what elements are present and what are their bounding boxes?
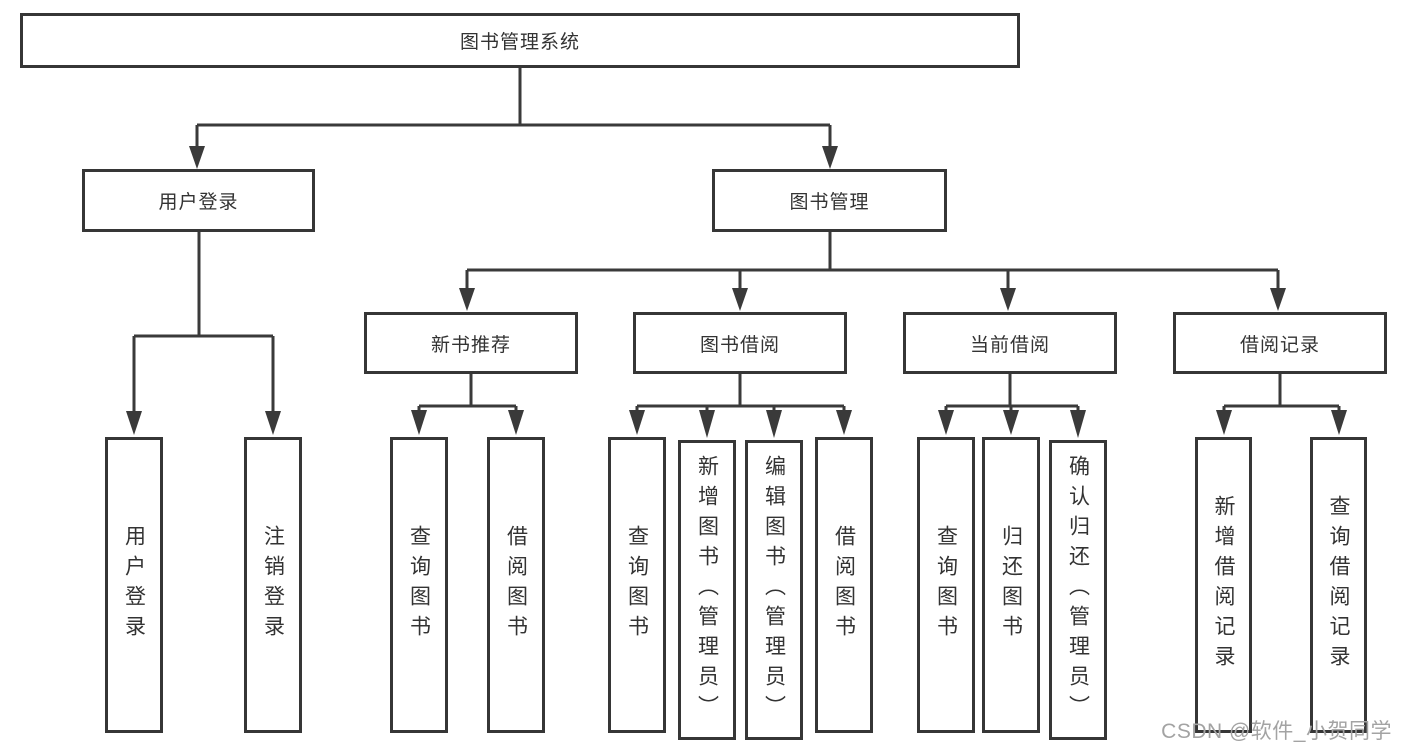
connector-borrow-records-to-children [1216,373,1347,435]
leaf-borrow-books-2: 借阅图书 [815,437,873,733]
leaf-borrow-books-1: 借阅图书 [487,437,545,733]
leaf-add-books-admin: 新增图书（管理员） [678,440,736,740]
node-borrow-records: 借阅记录 [1173,312,1387,374]
node-label: 编辑图书（管理员） [762,455,786,725]
node-label: 用户登录 [158,192,239,213]
csdn-watermark: CSDN @软件_小贺同学 [1161,720,1392,743]
leaf-confirm-return-admin: 确认归还（管理员） [1049,440,1107,740]
node-current-borrowing: 当前借阅 [903,312,1117,374]
connector-book-borrow-to-children [629,373,852,438]
connector-new-books-to-children [411,373,524,435]
leaf-logout: 注销登录 [244,437,302,733]
node-label: 查询图书 [625,525,649,645]
node-label: 查询图书 [934,525,958,645]
node-label: 借阅图书 [832,525,856,645]
node-label: 当前借阅 [969,334,1050,356]
node-user-login: 用户登录 [82,169,315,232]
leaf-query-borrow-record: 查询借阅记录 [1310,437,1367,733]
node-label: 归还图书 [999,525,1023,645]
connector-root-to-level2 [189,67,838,169]
leaf-return-books: 归还图书 [982,437,1040,733]
node-label: 图书管理 [789,192,870,213]
node-new-book-recommend: 新书推荐 [364,312,578,374]
node-label: 用户登录 [122,525,146,645]
node-label: 借阅记录 [1239,334,1320,356]
leaf-query-books-3: 查询图书 [917,437,975,733]
node-label: 确认归还（管理员） [1066,455,1090,725]
leaf-edit-books-admin: 编辑图书（管理员） [745,440,803,740]
node-label: 新书推荐 [430,334,511,356]
leaf-add-borrow-record: 新增借阅记录 [1195,437,1252,733]
node-root-library-system: 图书管理系统 [20,13,1020,68]
leaf-user-login: 用户登录 [105,437,163,733]
node-label: 新增图书（管理员） [695,455,719,725]
node-book-borrowing: 图书借阅 [633,312,847,374]
connector-book-mgmt-to-level3 [459,231,1286,311]
node-label: 图书借阅 [699,334,780,356]
node-label: 图书管理系统 [459,32,580,53]
leaf-query-books-2: 查询图书 [608,437,666,733]
connector-current-borrow-to-children [938,373,1086,438]
connector-user-login-to-children [126,231,281,435]
node-book-management: 图书管理 [712,169,947,232]
node-label: 注销登录 [261,525,285,645]
node-label: 查询借阅记录 [1327,495,1350,675]
leaf-query-books-1: 查询图书 [390,437,448,733]
node-label: 查询图书 [407,525,431,645]
node-label: 新增借阅记录 [1212,495,1235,675]
node-label: 借阅图书 [504,525,528,645]
